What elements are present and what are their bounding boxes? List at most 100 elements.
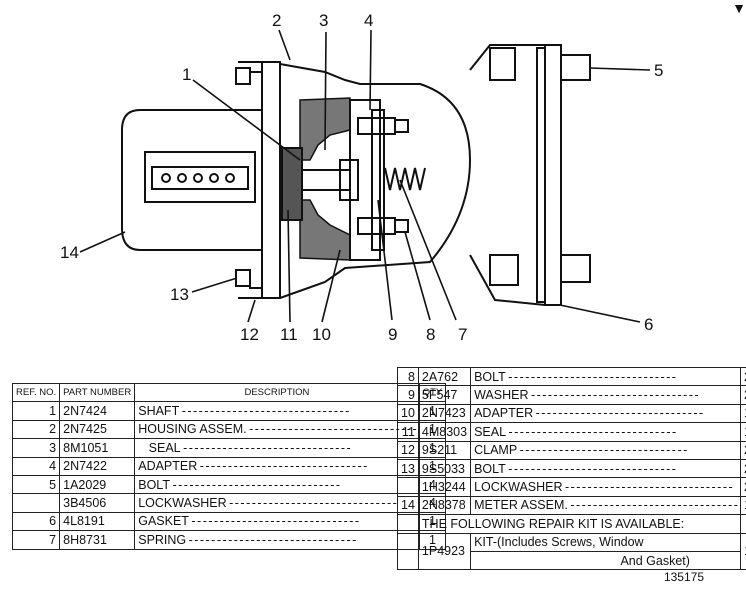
bolt-13-lower [235, 269, 251, 287]
repair-kit-note-row: THE FOLLOWING REPAIR KIT IS AVAILABLE: [397, 514, 746, 534]
part-number-cell: 2N7423 [417, 403, 472, 424]
part-number-cell: 8H8731 [59, 530, 136, 550]
seal-drawing [281, 147, 303, 221]
adapter-plate [349, 99, 381, 261]
part-number-cell: 2A762 [417, 366, 472, 387]
table-row: 4 2N7422 ADAPTER 1 [11, 456, 447, 476]
description-text: SPRING [138, 533, 355, 547]
callout-11: 11 [280, 325, 298, 340]
ref-cell: 6 [11, 511, 61, 532]
description-cell: SPRING [134, 530, 420, 550]
description-text: BOLT [474, 370, 675, 384]
callout-2: 2 [272, 11, 281, 30]
part-number-cell: 3B4506 [59, 493, 136, 513]
callout-1: 1 [182, 65, 191, 84]
description-cell: HOUSING ASSEM. [134, 419, 420, 440]
header-ref: REF. NO. [11, 382, 61, 403]
ref-cell: 8 [397, 366, 419, 387]
part-number-cell: 1H3244 [417, 477, 472, 497]
description-cell: ADAPTER [134, 456, 420, 476]
ref-cell: 4 [11, 456, 61, 476]
ref-cell: 14 [397, 495, 419, 516]
meter-assembly-drawing [121, 109, 262, 251]
description-text: GASKET [138, 514, 358, 528]
qty-cell: 2 [739, 440, 746, 460]
description-cell: LOCKWASHER [134, 493, 420, 513]
description-cell: WASHER [470, 385, 741, 405]
header-part-number: PART NUMBER [59, 382, 136, 403]
callout-10: 10 [312, 325, 331, 340]
table-row: 2 2N7425 HOUSING ASSEM. 1 [11, 419, 447, 440]
qty-cell: 2 [739, 477, 746, 497]
callout-4: 4 [364, 11, 373, 30]
part-number-cell: 4L8191 [59, 511, 136, 532]
description-text: BOLT [474, 462, 675, 476]
header-description: DESCRIPTION [134, 382, 420, 403]
gasket-drawing [536, 47, 546, 303]
ref-cell: 1 [11, 401, 61, 421]
flange-drawing [544, 44, 562, 306]
part-number-cell: 9S211 [417, 440, 472, 460]
ref-cell [397, 532, 419, 571]
table-row: 13 9S5033 BOLT 2 [397, 458, 746, 479]
part-number-cell: 4M8303 [417, 422, 472, 442]
bolt-5-upper [560, 54, 591, 81]
table-row: 3B4506 LOCKWASHER 4 [11, 493, 447, 513]
table-row: 5 1A2029 BOLT 4 [11, 474, 447, 495]
description-text: ADAPTER [474, 406, 702, 420]
description-text: SEAL [149, 441, 350, 455]
ref-cell: 2 [11, 419, 61, 440]
description-text: SHAFT [138, 404, 348, 418]
part-number-cell: 1A2029 [59, 474, 136, 495]
callout-12: 12 [240, 325, 259, 340]
callout-13: 13 [170, 285, 189, 304]
spring-drawing [384, 167, 426, 191]
description-cell: GASKET [134, 511, 420, 532]
description-cell: SHAFT [134, 401, 420, 421]
description-text: METER ASSEM. [474, 498, 737, 512]
description-cell: CLAMP [470, 440, 741, 460]
callout-6: 6 [644, 315, 653, 334]
bolt-13-upper [235, 67, 251, 85]
table-row: 6 4L8191 GASKET 1 [11, 511, 447, 532]
ref-cell [11, 493, 61, 513]
qty-cell: 2 [739, 458, 746, 479]
description-cell: BOLT [470, 366, 741, 387]
ref-cell [397, 514, 419, 534]
ref-cell: 13 [397, 458, 419, 479]
part-number-cell: 8M1051 [59, 438, 136, 458]
table-row: 7 8H8731 SPRING 1 [11, 530, 447, 550]
table-row: 9 5F547 WASHER 2 [397, 385, 746, 405]
kit-qty: 1 [739, 532, 746, 571]
part-number-cell: 2N7422 [59, 456, 136, 476]
ref-cell: 7 [11, 530, 61, 550]
qty-cell: 1 [739, 403, 746, 424]
qty-cell: 1 [739, 495, 746, 516]
ref-cell: 9 [397, 385, 419, 405]
ref-cell: 11 [397, 422, 419, 442]
table-row: 8 2A762 BOLT 2 [397, 366, 746, 387]
description-cell: METER ASSEM. [470, 495, 741, 516]
ref-cell: 5 [11, 474, 61, 495]
description-text: SEAL [474, 425, 675, 439]
repair-kit-row-continued: And Gasket) [398, 550, 746, 571]
parts-table-right: 8 2A762 BOLT 2 9 5F547 WASHER 2 10 2N742… [397, 366, 746, 571]
description-text: LOCKWASHER [474, 480, 732, 494]
ref-cell [397, 477, 419, 497]
description-text: LOCKWASHER [138, 496, 396, 510]
description-cell: SEAL [134, 438, 420, 458]
part-number-cell: 5F547 [417, 385, 472, 405]
description-cell: SEAL [470, 422, 741, 442]
repair-kit-row: 1P4923 KIT-(Includes Screws, Window 1 [397, 532, 746, 571]
qty-cell: 2 [739, 385, 746, 405]
repair-kit-note: THE FOLLOWING REPAIR KIT IS AVAILABLE: [417, 514, 741, 534]
callout-14: 14 [60, 243, 79, 262]
table-row: 12 9S211 CLAMP 2 [397, 440, 746, 460]
kit-description-line1: KIT-(Includes Screws, Window [470, 532, 741, 552]
part-number-cell: 2N7425 [59, 419, 136, 440]
qty-cell: 1 [739, 422, 746, 442]
callout-5: 5 [654, 61, 663, 80]
table-row: 11 4M8303 SEAL 1 [397, 422, 746, 442]
description-text: ADAPTER [138, 459, 366, 473]
exploded-view-diagram: 1 2 3 4 5 6 7 8 9 10 11 12 13 14 [60, 11, 663, 340]
